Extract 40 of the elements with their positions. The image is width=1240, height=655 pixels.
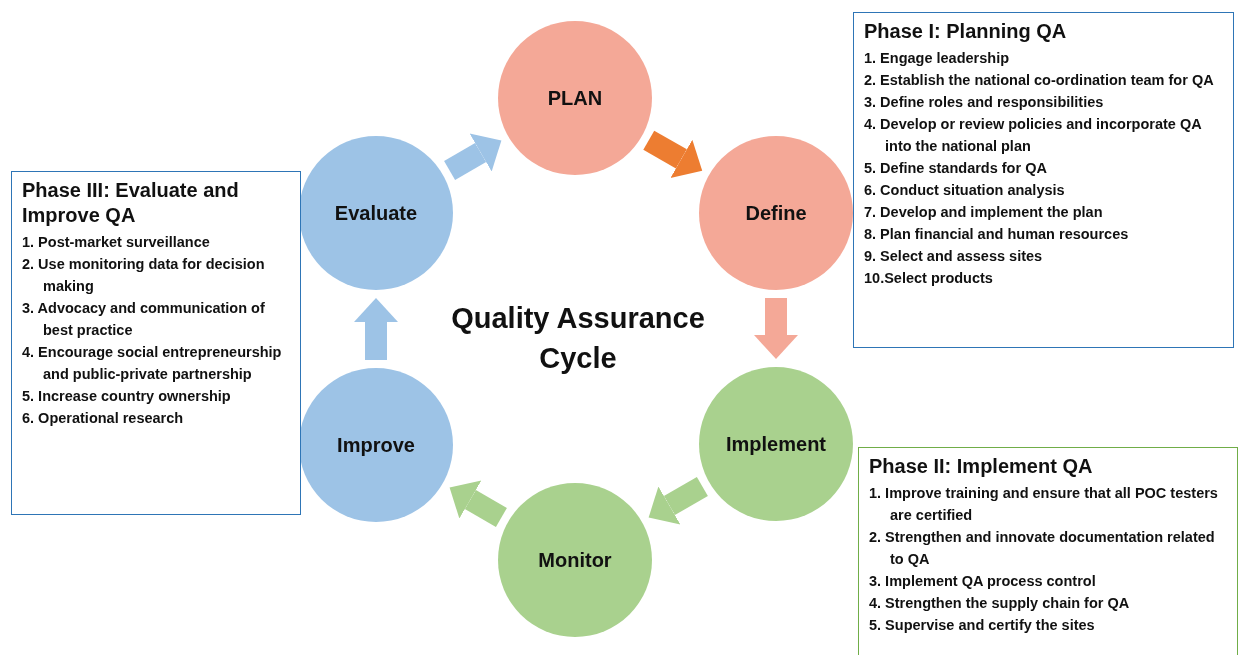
panel-heading: Phase III: Evaluate and Improve QA <box>22 178 240 228</box>
block-arrow <box>449 480 507 527</box>
block-arrow <box>354 298 398 360</box>
step-label: Implement <box>726 432 826 456</box>
step-label: Define <box>745 201 807 225</box>
block-arrow <box>444 133 502 180</box>
panel-heading: Phase I: Planning QA <box>864 19 1068 44</box>
list-item: 10.Select products <box>864 269 994 288</box>
list-item: 5. Define standards for QA <box>864 159 1048 178</box>
list-item: 5. Supervise and certify the sites <box>869 616 1096 635</box>
list-item: 3. Advocacy and communication of best practice <box>22 299 266 340</box>
list-item: 4. Develop or review policies and incorporate QA into the national plan <box>864 115 1203 156</box>
list-item: 1. Improve training and ensure that all POC testers are certified <box>869 484 1219 525</box>
step-label: PLAN <box>547 86 603 110</box>
list-item: 8. Plan financial and human resources <box>864 225 1130 244</box>
step-label: Evaluate <box>334 201 418 225</box>
phase-panel <box>853 12 1234 348</box>
list-item: 3. Implement QA process control <box>869 572 1097 591</box>
diagram-title: Quality Assurance Cycle <box>450 301 706 376</box>
list-item: 1. Post-market surveillance <box>22 233 211 252</box>
step-label: Improve <box>337 433 415 457</box>
phase-panel <box>858 447 1238 655</box>
block-arrow <box>648 476 708 525</box>
list-item: 2. Establish the national co-ordination team for QA <box>864 71 1215 90</box>
list-item: 6. Conduct situation analysis <box>864 181 1066 200</box>
list-item: 3. Define roles and responsibilities <box>864 93 1105 112</box>
list-item: 4. Encourage social entrepreneurship and public-private partnership <box>22 343 283 384</box>
panel-heading: Phase II: Implement QA <box>869 454 1094 479</box>
list-item: 9. Select and assess sites <box>864 247 1044 266</box>
block-arrow <box>754 298 798 359</box>
list-item: 4. Strengthen the supply chain for QA <box>869 594 1131 613</box>
list-item: 7. Develop and implement the plan <box>864 203 1104 222</box>
block-arrow <box>643 130 703 178</box>
list-item: 1. Engage leadership <box>864 49 1011 68</box>
list-item: 2. Strengthen and innovate documentation related to QA <box>869 528 1216 569</box>
phase-panel <box>11 171 301 515</box>
list-item: 6. Operational research <box>22 409 185 428</box>
list-item: 2. Use monitoring data for decision making <box>22 255 266 296</box>
step-label: Monitor <box>538 548 612 572</box>
list-item: 5. Increase country ownership <box>22 387 232 406</box>
